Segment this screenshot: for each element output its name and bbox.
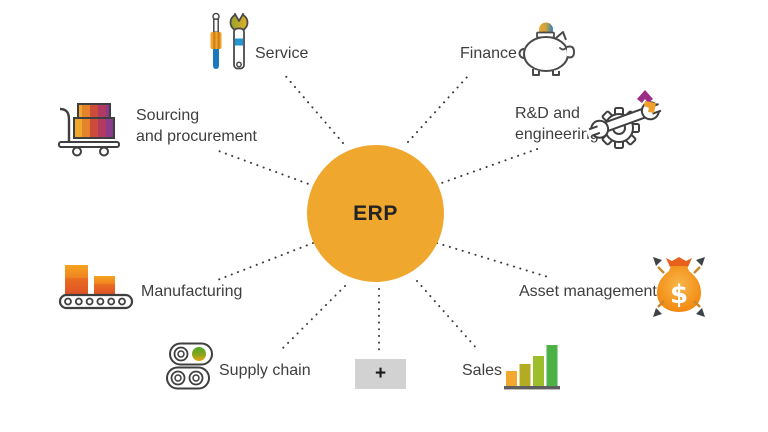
hand-truck-icon: [57, 99, 127, 157]
rollers-icon: [166, 342, 213, 390]
sourcing-label: Sourcing and procurement: [136, 105, 257, 147]
rnd-label-line1: R&D and: [515, 105, 580, 122]
manufacturing-label: Manufacturing: [141, 283, 243, 300]
service-label: Service: [255, 45, 309, 62]
finance-label: Finance: [460, 45, 517, 62]
connector-finance: [407, 75, 469, 143]
svg-text:$: $: [670, 280, 688, 310]
connector-sales: [416, 280, 479, 351]
gear-wrench-icon: [585, 87, 664, 153]
connector-asset: [436, 242, 549, 278]
connector-manufacturing: [214, 242, 314, 282]
money-bag-icon: $: [650, 254, 708, 320]
sales-label: Sales: [462, 362, 503, 379]
add-module-button[interactable]: +: [355, 359, 406, 389]
service-tools-icon: [206, 12, 252, 75]
rnd-label-line2: engineering: [515, 126, 599, 143]
connector-service: [282, 72, 344, 144]
supply-label: Supply chain: [219, 362, 311, 379]
conveyor-belt-icon: [58, 262, 136, 310]
bar-chart-icon: [504, 341, 560, 391]
sourcing-label-line1: Sourcing: [136, 107, 200, 124]
connector-sourcing: [215, 149, 315, 187]
plus-icon: +: [374, 363, 387, 384]
sourcing-label-line2: and procurement: [136, 128, 257, 145]
piggy-bank-icon: [514, 20, 582, 78]
connector-supply: [282, 285, 346, 349]
connector-rnd: [435, 147, 541, 186]
erp-center-node: ERP: [307, 145, 444, 282]
rnd-label: R&D and engineering: [515, 103, 599, 145]
asset-label: Asset management: [519, 283, 657, 300]
erp-center-label: ERP: [353, 201, 398, 225]
